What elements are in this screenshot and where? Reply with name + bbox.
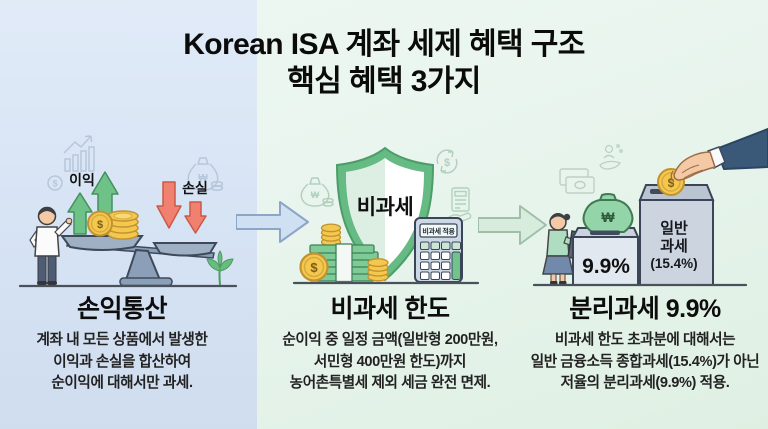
dollar-coin: $ [299, 252, 329, 282]
page-title: Korean ISA 계좌 세제 혜택 구조 핵심 혜택 3가지 [0, 26, 768, 100]
bar-chart-icon [63, 135, 95, 172]
body-line: 비과세 한도 초과분에 대해서는 [554, 332, 736, 348]
general-tax-line3: (15.4%) [650, 256, 697, 271]
panel-profit-loss-text: 손익통산 계좌 내 모든 상품에서 발생한 이익과 손실을 합산하여 순이익에 … [2, 295, 242, 395]
balance-scale [60, 235, 218, 287]
loss-label: 손실 [182, 180, 208, 196]
tax-exemption-illustration: ₩ $ 비과세 [292, 146, 480, 285]
svg-text:$: $ [97, 219, 103, 231]
panel-heading: 손익통산 [76, 295, 168, 323]
separate-taxation-illustration: ₩ 9.9% 일반 과세 (15.4%) $ [532, 127, 768, 287]
body-line: 저율의 분리과세(9.9%) 적용. [560, 375, 730, 391]
body-line: 순이익에 대해서만 과세. [51, 375, 193, 391]
general-tax-line2: 과세 [660, 238, 688, 255]
svg-text:$: $ [444, 157, 450, 169]
body-line: 서민형 400만원 한도)까지 [313, 353, 467, 370]
calculator-hand-icon [447, 187, 472, 224]
calculator: 비과세 적용 [414, 217, 463, 283]
banknote-stack: $ [299, 223, 389, 283]
body-line: 순이익 중 일정 금액(일반형 200만원, [282, 332, 498, 348]
body-line: 농어촌특별세 제외 세금 완전 면제. [289, 375, 491, 391]
page-title-line2: 핵심 혜택 3가지 [287, 65, 481, 98]
svg-text:₩: ₩ [601, 209, 615, 225]
panel-body: 비과세 한도 초과분에 대해서는 일반 금융소득 종합과세(15.4%)가 아닌… [522, 330, 768, 395]
body-line: 이익과 손실을 합산하여 [53, 353, 191, 370]
dollar-refresh-icon: $ [436, 149, 458, 174]
plant-icon [206, 249, 234, 286]
loss-down-arrows [156, 181, 207, 234]
svg-text:$: $ [668, 176, 675, 190]
connector-arrow-icon [478, 205, 547, 245]
panel-tax-exemption-text: 비과세 한도 순이익 중 일정 금액(일반형 200만원, 서민형 400만원 … [258, 295, 522, 395]
separate-tax-box: ₩ 9.9% [571, 193, 640, 286]
person-figure [29, 206, 73, 285]
panel-heading: 비과세 한도 [330, 295, 450, 323]
profit-loss-illustration: ₩ $ 이익 [18, 135, 238, 288]
shield-label: 비과세 [357, 196, 413, 219]
svg-text:₩: ₩ [311, 190, 320, 200]
banknotes-outline-icon [559, 168, 595, 194]
page-title-line1: Korean ISA 계좌 세제 혜택 구조 [183, 28, 585, 61]
general-tax-line1: 일반 [660, 220, 688, 237]
panel-body: 계좌 내 모든 상품에서 발생한 이익과 손실을 합산하여 순이익에 대해서만 … [2, 330, 242, 395]
hand-inserting-coin: $ [657, 127, 768, 196]
calculator-display: 비과세 적용 [422, 227, 455, 236]
panel-separate-taxation-text: 분리과세 9.9% 비과세 한도 초과분에 대해서는 일반 금융소득 종합과세(… [522, 295, 768, 395]
connector-arrow-icon [236, 201, 309, 243]
money-bag-outline-icon: ₩ [300, 177, 334, 207]
body-line: 계좌 내 모든 상품에서 발생한 [36, 332, 208, 348]
separate-rate-label: 9.9% [582, 255, 630, 278]
panel-body: 순이익 중 일정 금액(일반형 200만원, 서민형 400만원 한도)까지 농… [258, 330, 522, 395]
won-money-bag: ₩ [582, 193, 634, 233]
general-tax-box: 일반 과세 (15.4%) [638, 184, 715, 286]
money-bag-outline-icon: ₩ [187, 157, 224, 192]
svg-text:₩: ₩ [198, 173, 208, 184]
profit-label: 이익 [69, 172, 95, 188]
svg-text:$: $ [310, 260, 318, 275]
dollar-circle-icon: $ [47, 175, 63, 191]
svg-text:$: $ [52, 179, 57, 189]
hand-with-coin-icon [599, 144, 623, 170]
body-line: 일반 금융소득 종합과세(15.4%)가 아닌 [530, 353, 760, 370]
dollar-coin: $ [87, 210, 113, 237]
panel-heading: 분리과세 9.9% [569, 295, 721, 323]
